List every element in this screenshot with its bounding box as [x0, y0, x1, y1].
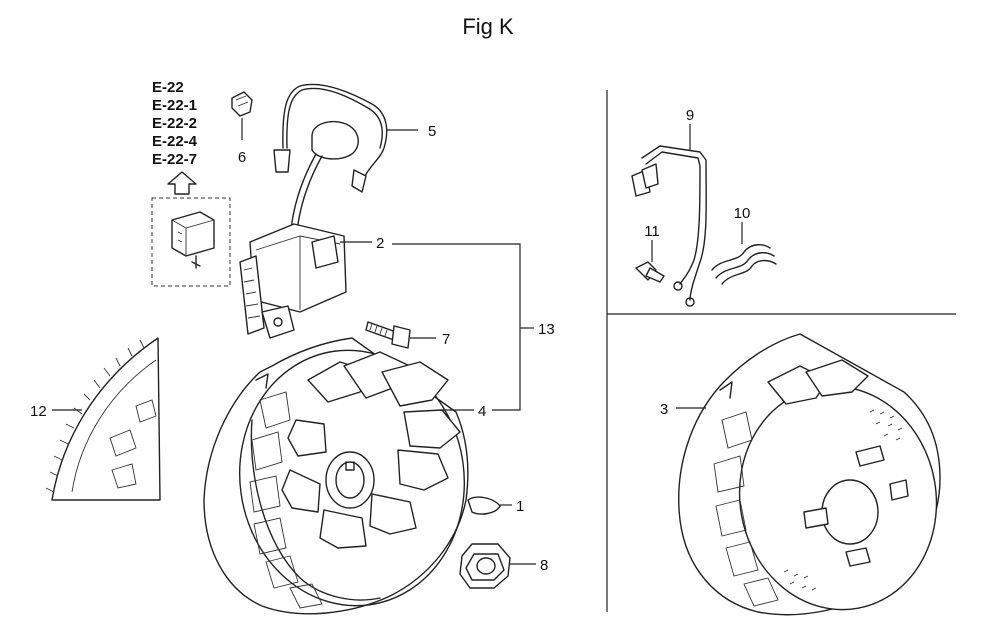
part-number-5: 5	[428, 123, 436, 140]
part-number-3: 3	[660, 401, 668, 418]
ref-code: E-22-1	[152, 97, 197, 114]
flywheel-part-3	[678, 333, 941, 616]
hollow-up-arrow-icon	[167, 171, 197, 195]
reference-codes: E-22 E-22-1 E-22-2 E-22-4 E-22-7	[152, 79, 198, 168]
ref-code: E-22	[152, 79, 184, 96]
nut-part-8	[459, 543, 511, 589]
wire-clip-part-10	[711, 244, 777, 285]
part-number-1: 1	[516, 498, 524, 515]
part-number-6: 6	[238, 149, 246, 166]
screw-part-11	[635, 261, 665, 283]
part-number-9: 9	[686, 107, 694, 124]
wire-harness-part-9	[631, 145, 707, 307]
part-number-12: 12	[30, 403, 47, 420]
part-number-13: 13	[538, 321, 555, 338]
spark-plug-cap-part-5	[273, 83, 388, 263]
part-number-7: 7	[442, 331, 450, 348]
inset-dashed-box	[151, 197, 231, 287]
part-number-8: 8	[540, 557, 548, 574]
part-number-2: 2	[376, 235, 384, 252]
bracket-13	[392, 243, 521, 411]
part-number-10: 10	[734, 205, 751, 222]
ring-gear-part-12	[45, 337, 161, 501]
clip-part-6	[231, 91, 253, 117]
figure-title: Fig K	[462, 14, 514, 39]
flywheel-part-4	[203, 337, 469, 615]
ref-code: E-22-2	[152, 115, 197, 132]
ref-code: E-22-7	[152, 151, 197, 168]
part-number-11: 11	[644, 223, 660, 240]
bolt-part-7	[365, 321, 411, 349]
part-number-4: 4	[478, 403, 486, 420]
ref-code: E-22-4	[152, 133, 198, 150]
ignition-coil-part-2	[239, 223, 347, 339]
ignition-module-inset	[171, 211, 215, 269]
key-part-1	[467, 496, 501, 515]
